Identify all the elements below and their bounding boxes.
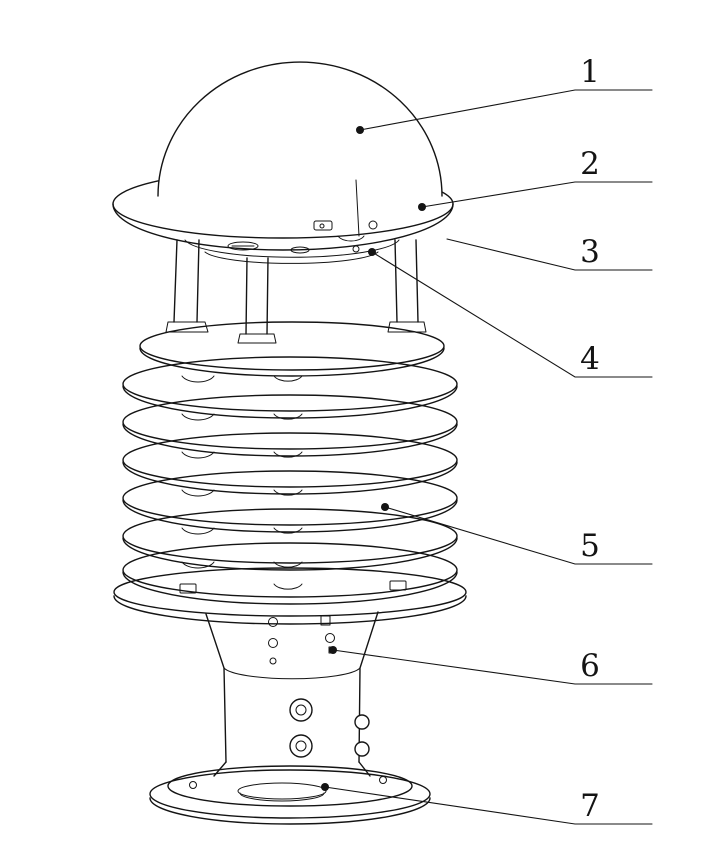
- connector-socket: [289, 698, 313, 722]
- sensor-plate: [184, 220, 400, 264]
- louver-plate: [139, 321, 445, 377]
- bolt-hole: [189, 781, 197, 789]
- side-knob: [354, 741, 370, 757]
- hole-small: [325, 633, 335, 643]
- louver-plate: [122, 394, 458, 457]
- leader-4: [368, 248, 653, 378]
- post-center: [237, 257, 277, 344]
- hole-square: [320, 615, 331, 626]
- post-right: [387, 239, 427, 333]
- callout-dot-4: [368, 248, 376, 256]
- callout-label-2: 2: [580, 146, 600, 182]
- louver-plate: [122, 470, 458, 533]
- louver-base-disc: [113, 567, 467, 625]
- leader-2: [418, 181, 653, 211]
- callout-label-3: 3: [580, 234, 600, 270]
- bolt-hole: [379, 776, 387, 784]
- callout-dot-2: [418, 203, 426, 211]
- hole-small: [268, 617, 278, 627]
- callout-dot-1: [356, 126, 364, 134]
- post-left: [165, 239, 209, 333]
- base-slot: [237, 782, 327, 800]
- base-flange: [149, 761, 431, 825]
- dome: [157, 61, 443, 237]
- leader-7: [321, 783, 653, 825]
- leader-6: [329, 646, 653, 685]
- callout-label-5: 5: [580, 528, 600, 564]
- callout-dot-6: [329, 646, 337, 654]
- callout-label-7: 7: [580, 788, 600, 824]
- louver-plate: [122, 356, 458, 419]
- leader-1: [356, 89, 653, 134]
- callout-label-6: 6: [580, 648, 600, 684]
- louver-plate: [122, 432, 458, 495]
- callout-dot-7: [321, 783, 329, 791]
- body-housing: [205, 611, 379, 763]
- leader-3: [446, 238, 653, 271]
- leader-5: [381, 503, 653, 565]
- hole-small: [268, 638, 278, 648]
- side-knob: [354, 714, 370, 730]
- louver-plate: [122, 508, 458, 571]
- callout-label-1: 1: [580, 54, 600, 90]
- support-posts: [165, 239, 427, 344]
- callouts: 1 2 3 4 5 6 7: [321, 54, 653, 825]
- hole-small: [269, 657, 277, 665]
- louver-plate: [122, 542, 458, 605]
- louver-stack: [113, 321, 467, 625]
- connector-socket: [289, 734, 313, 758]
- callout-label-4: 4: [580, 341, 600, 377]
- callout-dot-5: [381, 503, 389, 511]
